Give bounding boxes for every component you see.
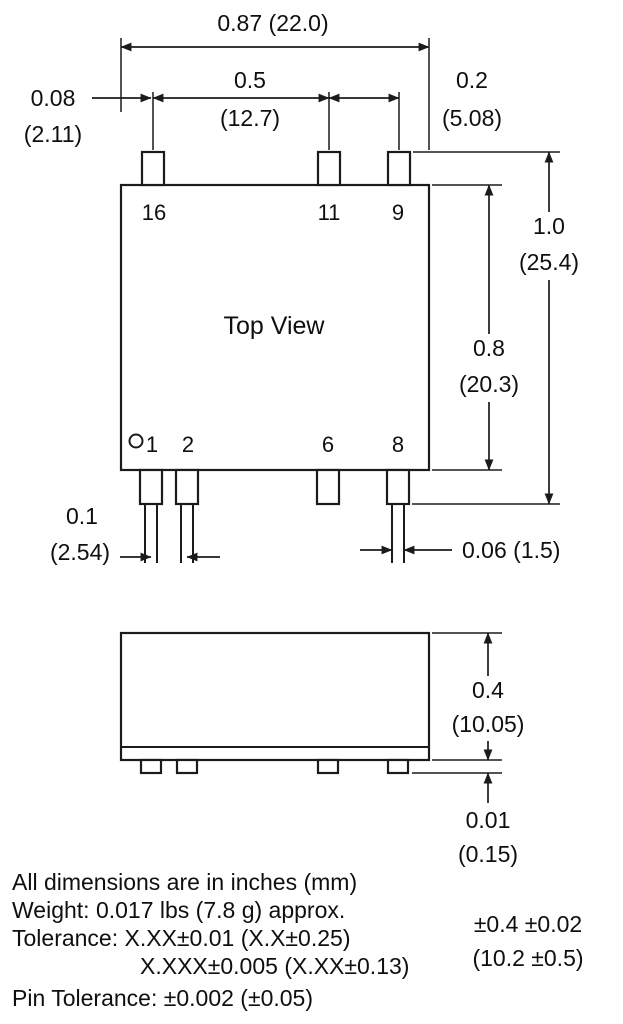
dim-pin-pitch-mm: (2.54): [50, 539, 110, 565]
side-pin-1-stub: [139, 758, 163, 775]
side-body-outline: [119, 631, 431, 762]
dim-overall-depth-in: 1.0: [533, 213, 565, 239]
pin-11-pad: [316, 150, 342, 187]
pin-1-indicator-icon: [128, 433, 144, 449]
dim-edge-offset-mm: (2.11): [24, 121, 82, 147]
note-tolerance-line1: Tolerance: X.XX±0.01 (X.X±0.25): [12, 925, 350, 951]
dim-pin-offset-in: 0.2: [456, 67, 488, 93]
dim-pin-span-mm: (12.7): [220, 105, 280, 131]
dim-overall-width-label: 0.87 (22.0): [217, 10, 328, 36]
side-pin-8-stub: [386, 758, 410, 775]
dim-overall-depth-mm: (25.4): [519, 249, 579, 275]
dim-body-depth-mm: (20.3): [459, 371, 519, 397]
dim-pin-span-in: 0.5: [234, 67, 266, 93]
pin-6-pad: [315, 468, 341, 506]
height-tolerance-in: ±0.4 ±0.02: [474, 911, 582, 937]
top-view: 16 11 9 1 2 6 8 Top View: [119, 150, 431, 563]
note-units: All dimensions are in inches (mm): [12, 869, 357, 895]
pin-2-pad: [174, 468, 200, 506]
pin-8-pad: [385, 468, 411, 506]
side-view-dimensions: 0.4 (10.05) 0.01 (0.15) ±0.4 ±0.02 (10.2…: [412, 632, 584, 971]
dim-body-depth-in: 0.8: [473, 335, 505, 361]
notes-block: All dimensions are in inches (mm) Weight…: [12, 869, 409, 1011]
dim-pin-width-label: 0.06 (1.5): [462, 537, 560, 563]
dim-standoff-in: 0.01: [466, 807, 511, 833]
side-pin-2-stub: [175, 758, 199, 775]
dim-height-in: 0.4: [472, 677, 504, 703]
pin-16-pad: [140, 150, 166, 187]
side-pin-6-stub: [316, 758, 340, 775]
pin-9-pad: [386, 150, 412, 187]
pin-9-label: 9: [392, 200, 404, 225]
pin-2-label: 2: [182, 432, 194, 457]
dim-height-mm: (10.05): [452, 711, 525, 737]
note-tolerance-line2: X.XXX±0.005 (X.XX±0.13): [140, 953, 409, 979]
top-view-label: Top View: [224, 312, 326, 340]
height-tolerance-mm: (10.2 ±0.5): [472, 945, 583, 971]
dim-standoff-mm: (0.15): [458, 841, 518, 867]
note-pin-tolerance: Pin Tolerance: ±0.002 (±0.05): [12, 985, 313, 1011]
pin-1-label: 1: [146, 432, 158, 457]
pin-11-label: 11: [318, 200, 341, 225]
note-weight: Weight: 0.017 lbs (7.8 g) approx.: [12, 897, 345, 923]
pin-1-pad: [138, 468, 164, 506]
top-view-dimensions: 0.87 (22.0) 0.5 (12.7) 0.2 (5.08) 0.08 (…: [24, 10, 579, 565]
dim-pin-offset-mm: (5.08): [442, 105, 502, 131]
dim-edge-offset-in: 0.08: [31, 85, 76, 111]
dim-pin-pitch-in: 0.1: [66, 503, 98, 529]
pin-16-label: 16: [142, 200, 166, 225]
package-body-outline: [119, 183, 431, 472]
side-view: [119, 631, 431, 775]
pin-6-label: 6: [322, 432, 334, 457]
pin-8-label: 8: [392, 432, 404, 457]
